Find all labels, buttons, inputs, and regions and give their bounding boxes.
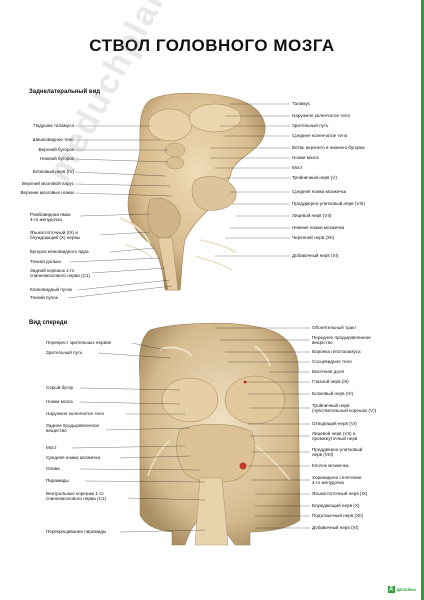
label-facial-intermediate: Лицевой нерв (VII) и промежуточный нерв [312,431,358,441]
label-rhomboid-fossa: Ромбовидная ямка 4-го желудочка [30,212,71,222]
label-vestibulocochlear-front: Преддверно-улитковый нерв (VIII) [312,447,363,457]
label-cuneate-tubercle: Бугорок клиновидного ядра [30,249,89,254]
label-accessory-nerve: Добавочный нерв (XI) [292,253,339,258]
logo-mark-icon: Д [387,586,395,593]
label-superior-cerebellar-peduncles: Верхние мозговые ножки [20,190,74,195]
label-pons: Мост [292,165,303,170]
brand-stripe [421,0,424,600]
label-medial-geniculate: Среднее коленчатое тело [292,133,348,138]
label-pons-front: Мост [46,445,57,450]
label-infundibulum: Воронка гипоталамуса [312,349,361,354]
label-optic-tract-front: Зрительный путь [46,350,83,355]
label-optic-chiasm: Перекрест зрительных нервов [46,340,111,345]
label-hypoglossal-front: Подъязычный нерв (XII) [312,513,364,518]
label-pyramids: Пирамиды [46,478,69,483]
label-thalamus-pulvinar: Подушка таламуса [33,123,74,128]
label-glossopharyngeal-front: Языкоглоточный нерв (IX) [312,491,368,496]
label-gracile-fasciculus: Тонкий пучок [30,295,58,300]
label-posterior-perforated: Заднее продырявленное вещество [46,423,100,433]
label-optic-tract: Зрительный путь [292,123,329,128]
label-vagus-front: Блуждающий нерв (X) [312,503,360,508]
label-choroid-plexus: Хориоидное сплетение 4-го желудочка [312,475,362,485]
label-trochlear-nerve-front: Блоковый нерв (IV) [312,391,354,396]
label-cuneate-fasciculus: Клиновидный пучок [30,287,73,292]
label-hypoglossal-nerve: Черепной нерв (XII) [292,235,335,240]
label-cerebral-peduncles-front: Ножки мозга [46,399,73,404]
label-trigeminal-nerve: Тройничный нерв (V) [292,175,337,180]
label-tuber-cinereum: Серый бугор [46,385,74,390]
label-c1-dorsal-root: Задний корешок 1-го спинномозгового нерв… [30,268,91,278]
label-superior-colliculus: Верхний бугорок [38,147,74,152]
label-glossopharyngeal-vagus: Языкоглоточный (IX) и блуждающий (X) нер… [30,230,81,240]
logo-text: ДЕЛАЙКА [396,586,416,592]
publisher-logo: Д ДЕЛАЙКА [387,586,416,593]
label-lateral-geniculate: Наружное коленчатое тело [292,113,351,118]
ventral-brainstem-illustration [139,322,301,546]
label-anterior-perforated: Переднее продырявленное вещество [312,335,371,345]
label-middle-cerebellar-peduncle: Средняя ножка мозжечка [292,189,347,194]
label-oculomotor-nerve: Глазной нерв (III) [312,379,349,384]
label-lateral-geniculate-front: Наружное коленчатое тело [46,411,105,416]
posterolateral-brainstem-illustration [119,92,266,291]
section-title-posterolateral: Заднелатеральный вид [29,89,101,95]
label-temporal-lobe: Височная доля [312,369,344,374]
label-mammillary-body: Сосцевидное тело [312,359,352,364]
label-trochlear-nerve: Блоковый нерв (IV) [32,169,74,174]
label-pyramidal-decussation: Перекрещивание пирамиды [46,529,107,534]
label-abducens-nerve: Отводящий нерв (VI) [312,421,357,426]
section-title-front: Вид спереди [29,320,68,326]
leader-lines-bottom-right [215,327,310,529]
label-olive: Олива [46,466,60,471]
label-colliculus-brachium: Ветвь верхнего и нижнего бугорка [292,145,365,150]
label-inferior-cerebellar-peduncles: Нижние ножки мозжечка [292,225,345,230]
leader-lines-bottom-left [71,342,206,533]
label-trigeminal-sensory-root: Тройничный нерв (чувствительный корешок … [312,403,377,413]
label-superior-medullary-velum: Верхний мозговой парус [21,181,74,186]
label-gracile-lobule: Тонкая долька [30,259,61,264]
label-inferior-colliculus: Нижний бугорок [40,156,74,161]
label-accessory-front: Добавочный нерв (XI) [312,525,359,530]
label-pineal-body: Шишковидное тело [32,137,74,142]
label-vestibulocochlear-nerve: Преддверно-улитковый нерв (VIII) [292,201,365,206]
poster-title: СТВОЛ ГОЛОВНОГО МОЗГА [89,36,335,55]
label-cerebral-peduncles: Ножки мозга [292,155,319,160]
label-flocculus: Клочок мозжечка [312,463,349,468]
label-facial-nerve: Лицевой нерв (VII) [292,213,332,218]
label-thalamus: Таламус [292,101,311,106]
label-middle-cerebellar-peduncle-front: Средняя ножка мозжечка [46,455,101,460]
leader-lines-top-right [210,103,290,257]
label-olfactory-tract: Обонятельный тракт [312,325,357,330]
label-c1-ventral-roots: Вентральные корешки 1-го спинномозгового… [46,491,107,501]
